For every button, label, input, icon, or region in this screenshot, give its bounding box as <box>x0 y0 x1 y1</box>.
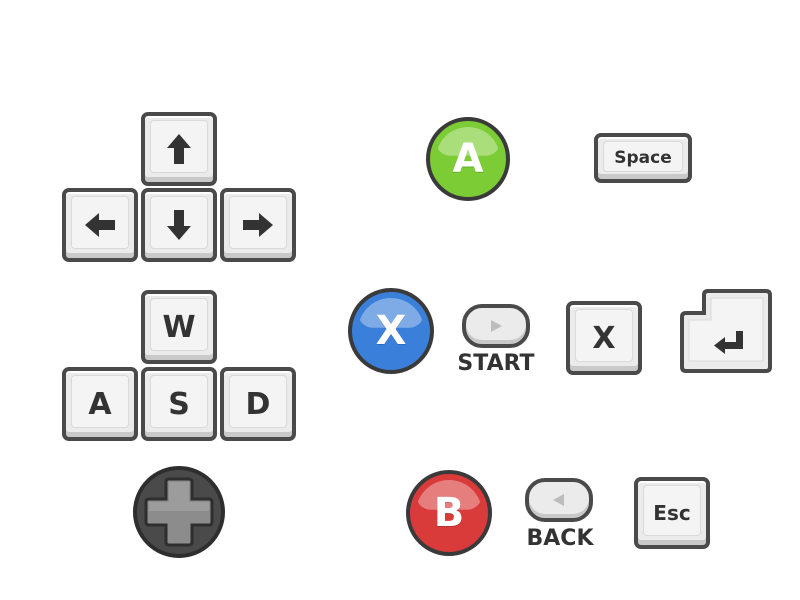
x-key-label: X <box>592 320 616 356</box>
space-key[interactable]: Space <box>594 133 692 183</box>
arrow-left-key[interactable] <box>62 188 138 262</box>
s-key-label: S <box>168 386 190 422</box>
a-key-label: A <box>88 386 112 422</box>
arrow-down-key[interactable] <box>141 188 217 262</box>
a-key[interactable]: A <box>62 367 138 441</box>
b-button[interactable]: B <box>406 470 492 556</box>
esc-key-label: Esc <box>653 501 691 525</box>
a-button-label: A <box>452 136 484 182</box>
enter-key[interactable] <box>678 287 774 375</box>
d-key[interactable]: D <box>220 367 296 441</box>
space-key-label: Space <box>614 148 672 168</box>
esc-key[interactable]: Esc <box>634 477 710 549</box>
a-button[interactable]: A <box>426 117 510 201</box>
back-triangle-icon <box>553 494 564 506</box>
arrow-right-key[interactable] <box>220 188 296 262</box>
arrow-left-icon <box>85 213 115 237</box>
b-button-label: B <box>433 490 465 536</box>
arrow-up-icon <box>167 134 191 164</box>
x-button-label: X <box>375 308 407 354</box>
d-key-label: D <box>245 386 271 422</box>
arrow-up-key[interactable] <box>141 112 217 186</box>
enter-icon <box>714 331 743 354</box>
arrow-right-icon <box>243 213 273 237</box>
x-key[interactable]: X <box>566 301 642 375</box>
w-key-label: W <box>162 309 196 345</box>
back-label: BACK <box>526 526 594 551</box>
x-button[interactable]: X <box>348 288 434 374</box>
start-label: START <box>457 351 535 376</box>
play-icon <box>491 320 502 332</box>
dpad-icon[interactable] <box>132 465 226 559</box>
arrow-down-icon <box>167 210 191 240</box>
s-key[interactable]: S <box>141 367 217 441</box>
start-button[interactable] <box>462 304 530 348</box>
w-key[interactable]: W <box>141 290 217 364</box>
back-button[interactable] <box>525 478 593 522</box>
